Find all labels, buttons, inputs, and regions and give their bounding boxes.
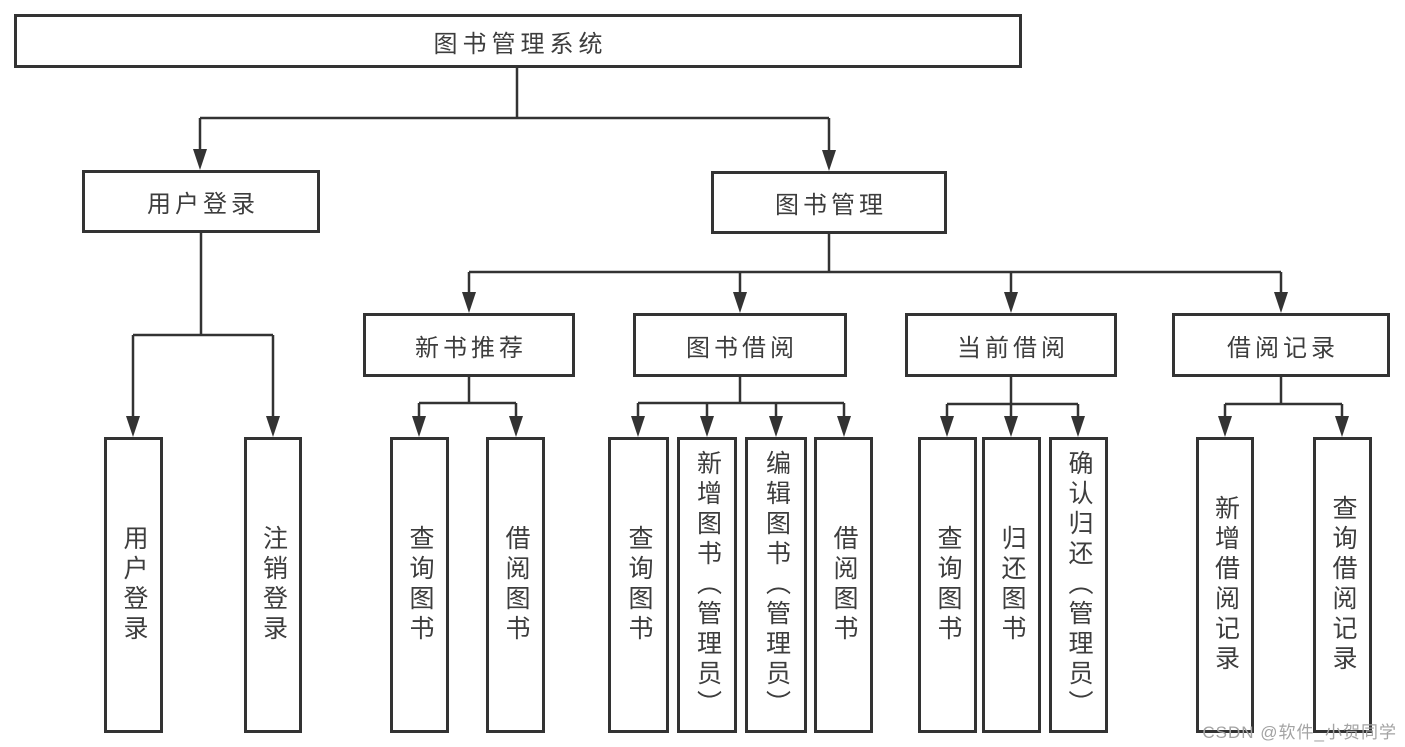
connector-borrow-records — [1218, 377, 1349, 437]
node-leaf-add-borrow-record-label: 新增借阅记录 — [1211, 495, 1240, 675]
node-leaf-add-borrow-record: 新增借阅记录 — [1196, 437, 1254, 733]
node-leaf-confirm-return: 确认归还（管理员） — [1049, 437, 1108, 733]
node-leaf-borrow-book-1: 借阅图书 — [486, 437, 545, 733]
node-book-mgmt: 图书管理 — [711, 171, 947, 234]
node-leaf-confirm-return-label: 确认归还（管理员） — [1065, 450, 1093, 720]
connector-root — [193, 68, 836, 171]
node-leaf-logout: 注销登录 — [244, 437, 302, 733]
csdn-watermark: CSDN @软件_小贺同学 — [1202, 723, 1397, 742]
node-leaf-query-book-2: 查询图书 — [608, 437, 669, 733]
node-borrow-records: 借阅记录 — [1172, 313, 1390, 377]
node-leaf-query-book-1: 查询图书 — [390, 437, 449, 733]
node-user-login: 用户登录 — [82, 170, 320, 233]
node-leaf-add-book: 新增图书（管理员） — [677, 437, 737, 733]
node-book-borrow: 图书借阅 — [633, 313, 847, 377]
node-leaf-logout-label: 注销登录 — [259, 525, 288, 645]
node-current-borrow: 当前借阅 — [905, 313, 1117, 377]
node-leaf-edit-book: 编辑图书（管理员） — [745, 437, 807, 733]
connector-book-mgmt — [462, 234, 1288, 313]
node-leaf-query-borrow-record-label: 查询借阅记录 — [1329, 495, 1357, 675]
node-leaf-edit-book-label: 编辑图书（管理员） — [762, 450, 791, 720]
node-root: 图书管理系统 — [14, 14, 1022, 68]
node-leaf-user-login-label: 用户登录 — [120, 525, 148, 645]
connector-user-login — [126, 233, 280, 437]
node-leaf-borrow-book-2: 借阅图书 — [814, 437, 873, 733]
node-leaf-query-book-3: 查询图书 — [918, 437, 977, 733]
node-leaf-borrow-book-1-label: 借阅图书 — [502, 525, 530, 645]
node-leaf-query-borrow-record: 查询借阅记录 — [1313, 437, 1372, 733]
node-leaf-query-book-1-label: 查询图书 — [406, 525, 434, 645]
node-leaf-borrow-book-2-label: 借阅图书 — [830, 525, 858, 645]
connector-new-book — [412, 377, 523, 437]
connector-current-borrow — [940, 377, 1085, 437]
node-leaf-query-book-3-label: 查询图书 — [934, 525, 962, 645]
node-leaf-user-login: 用户登录 — [104, 437, 163, 733]
connector-book-borrow — [631, 377, 851, 437]
node-leaf-query-book-2-label: 查询图书 — [625, 525, 653, 645]
node-leaf-return-book: 归还图书 — [982, 437, 1041, 733]
node-new-book-rec: 新书推荐 — [363, 313, 575, 377]
node-leaf-add-book-label: 新增图书（管理员） — [693, 450, 722, 720]
node-leaf-return-book-label: 归还图书 — [998, 525, 1026, 645]
